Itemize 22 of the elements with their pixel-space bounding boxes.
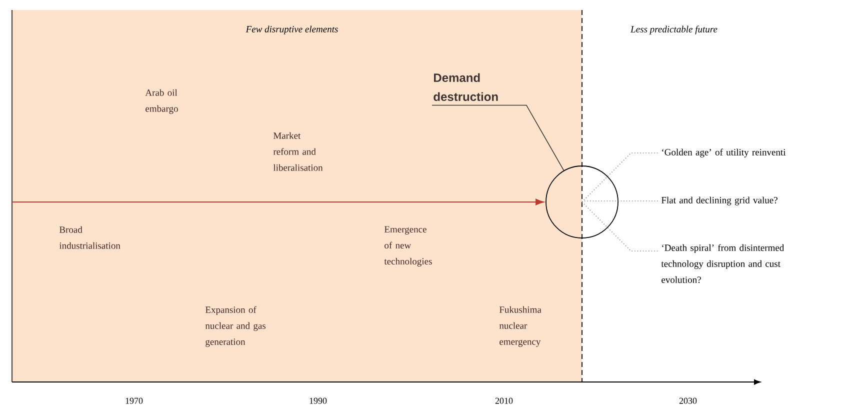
- year-label: 1970: [126, 398, 143, 404]
- leader-line: [582, 202, 658, 252]
- outcome-text: Flat and declining grid value?: [661, 196, 778, 206]
- year-label: 2030: [679, 398, 697, 404]
- event-text: Broad industrialisation: [59, 226, 120, 249]
- event-text: Emergence of new technologies: [384, 226, 432, 266]
- event-text: Market reform and liberalisation: [273, 132, 323, 171]
- leader-line: [582, 152, 658, 202]
- event-text: Fukushima nuclear emergency: [499, 306, 542, 347]
- leader-line: [582, 200, 658, 202]
- timeline-arrow: [12, 198, 544, 206]
- event-text: Expansion of nuclear and gas generation: [205, 306, 266, 347]
- callout-text: Demand destruction: [434, 73, 498, 101]
- section-heading: Less predictable future: [630, 26, 718, 34]
- event-text: Arab oil embargo: [145, 89, 178, 114]
- focus-circle: [546, 166, 618, 238]
- leader-line: [432, 104, 564, 171]
- section-heading: Few disruptive elements: [246, 26, 338, 34]
- outcome-text: ‘Golden age’ of utility reinventi: [662, 148, 786, 158]
- outcome-text: ‘Death spiral’ from disintermed technology disruption and cust evolution?: [661, 244, 784, 284]
- year-label: 1990: [310, 398, 327, 404]
- year-label: 2010: [495, 398, 513, 404]
